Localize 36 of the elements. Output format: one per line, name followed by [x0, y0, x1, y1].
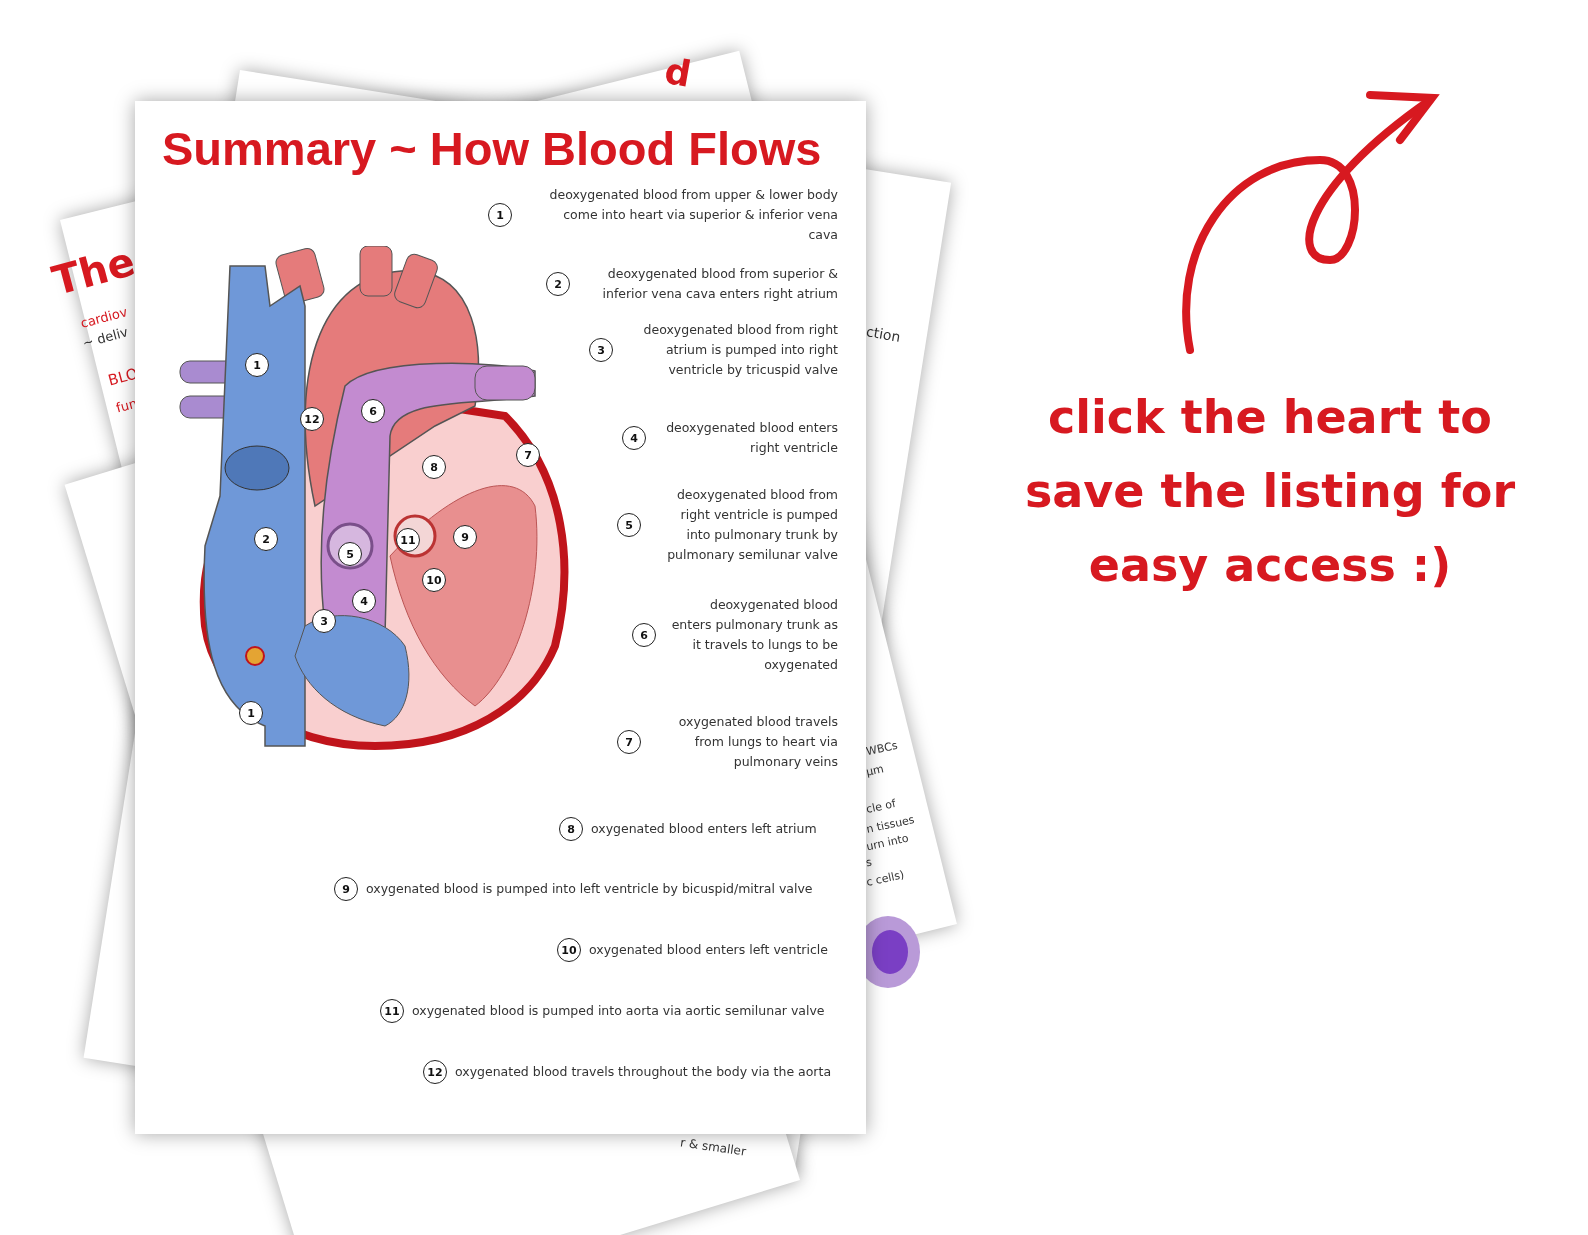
- step-description: oxygenated blood enters left atrium: [591, 820, 817, 838]
- step-number: 3: [589, 338, 613, 362]
- step-number: 10: [557, 938, 581, 962]
- step-number: 9: [334, 877, 358, 901]
- step-description: deoxygenated blood enters pulmonary trunk as it travels to lungs to be oxygenated: [670, 596, 838, 674]
- step-description: oxygenated blood is pumped into left ventricle by bicuspid/mitral valve: [366, 880, 813, 898]
- page-fragment-text: s: [864, 855, 873, 870]
- step-number: 1: [488, 203, 512, 227]
- page-fragment-text: μm: [864, 762, 885, 779]
- page-fragment-text: The: [47, 238, 140, 304]
- step-number: 7: [617, 730, 641, 754]
- step-number: 11: [380, 999, 404, 1023]
- step-number: 8: [559, 817, 583, 841]
- step-description: deoxygenated blood enters right ventricle: [665, 419, 838, 457]
- step-description: oxygenated blood enters left ventricle: [589, 941, 828, 959]
- step-description: oxygenated blood is pumped into aorta via aortic semilunar valve: [412, 1002, 825, 1020]
- page-fragment-text: WBCs: [865, 738, 899, 759]
- page-fragment-text: c cells): [865, 868, 906, 889]
- page-fragment-text: d: [661, 50, 695, 95]
- step-number: 4: [622, 426, 646, 450]
- title: Summary ~ How Blood Flows: [162, 121, 822, 176]
- step-description: deoxygenated blood from right atrium is pumped into right ventricle by tricuspid valve: [642, 321, 838, 379]
- step-number: 12: [423, 1060, 447, 1084]
- step-number: 6: [632, 623, 656, 647]
- page-fragment-text: r & smaller: [679, 1135, 747, 1159]
- step-number: 5: [617, 513, 641, 537]
- page-fragment-text: n tissues: [865, 813, 916, 836]
- step-description: deoxygenated blood from upper & lower body come into heart via superior & inferior vena cava: [548, 186, 838, 244]
- step-description: oxygenated blood travels throughout the body via the aorta: [455, 1063, 832, 1081]
- step-description: deoxygenated blood from right ventricle is pumped into pulmonary trunk by pulmonary semilunar valve: [666, 486, 838, 564]
- page-fragment-text: ction: [864, 323, 902, 345]
- step-number: 2: [546, 272, 570, 296]
- call-to-action-text: click the heart to save the listing for easy access :): [1023, 389, 1517, 594]
- page-fragment-text: cle of: [865, 797, 897, 816]
- step-description: deoxygenated blood from superior & inferior vena cava enters right atrium: [601, 265, 838, 303]
- step-description: oxygenated blood travels from lungs to heart via pulmonary veins: [677, 713, 838, 771]
